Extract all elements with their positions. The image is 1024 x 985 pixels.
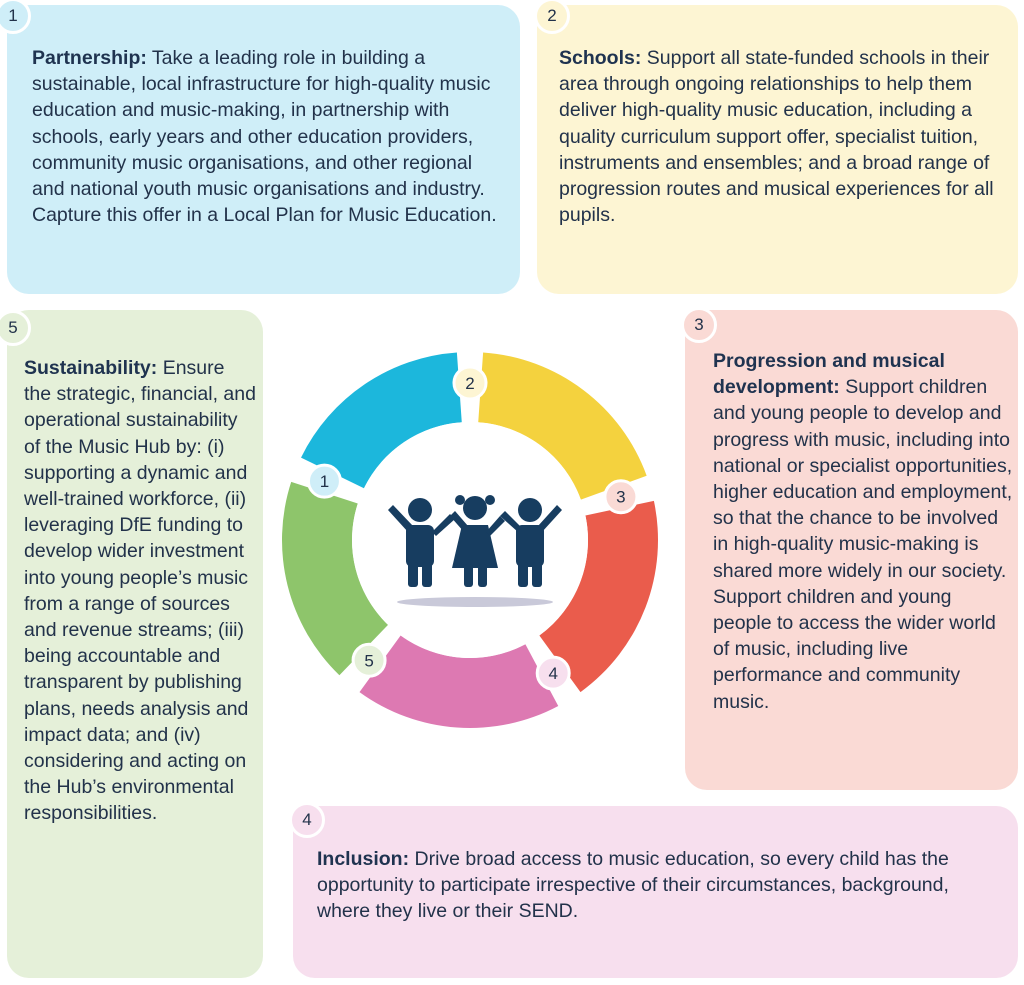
icon-shadow (397, 597, 553, 607)
ring-badge-1 (306, 463, 342, 499)
schools-body: Support all state-funded schools in thei… (559, 47, 994, 227)
partnership-heading: Partnership: (32, 47, 147, 69)
progression-heading: Progression and musical development: (713, 350, 945, 399)
ring-badge-3 (603, 479, 639, 515)
progression-number-badge: 3 (681, 307, 717, 343)
ring-segment-1 (301, 352, 462, 489)
partnership-text: Partnership: Take a leading role in buil… (32, 45, 502, 228)
ring-segment-3 (539, 500, 658, 693)
ring-badge-2 (452, 365, 488, 401)
inclusion-card: Inclusion: Drive broad access to music e… (293, 806, 1018, 978)
schools-number-badge: 2 (534, 0, 570, 34)
ring-badges: 2 3 4 5 1 (306, 365, 639, 691)
ring-badge-number-4: 4 (548, 664, 557, 683)
progression-text: Progression and musical development: Sup… (713, 348, 1013, 715)
ring-diagram: 2 3 4 5 1 (270, 340, 670, 740)
ring-badge-number-5: 5 (364, 651, 373, 670)
ring-svg: 2 3 4 5 1 (282, 352, 658, 728)
ring-badge-number-2: 2 (465, 374, 474, 393)
ring-badge-5 (351, 642, 387, 678)
partnership-card: Partnership: Take a leading role in buil… (7, 5, 520, 294)
schools-heading: Schools: (559, 47, 642, 69)
schools-text: Schools: Support all state-funded school… (559, 45, 999, 228)
partnership-body: Take a leading role in building a sustai… (32, 47, 497, 227)
ring-segments (282, 352, 658, 728)
sustainability-body: Ensure the strategic, financial, and ope… (24, 357, 256, 825)
inclusion-heading: Inclusion: (317, 848, 410, 870)
partnership-number-badge: 1 (0, 0, 31, 34)
sustainability-card: Sustainability: Ensure the strategic, fi… (7, 310, 263, 978)
ring-segment-2 (478, 352, 647, 500)
progression-body: Support children and young people to dev… (713, 376, 1013, 713)
progression-card: Progression and musical development: Sup… (685, 310, 1018, 790)
sustainability-heading: Sustainability: (24, 357, 158, 379)
inclusion-body: Drive broad access to music education, s… (317, 848, 949, 923)
schools-card: Schools: Support all state-funded school… (537, 5, 1018, 294)
inclusion-number-badge: 4 (289, 802, 325, 838)
ring-segment-5 (282, 481, 389, 676)
ring-badge-number-3: 3 (616, 488, 625, 507)
inclusion-text: Inclusion: Drive broad access to music e… (317, 846, 1007, 925)
sustainability-number-badge: 5 (0, 310, 31, 346)
sustainability-text: Sustainability: Ensure the strategic, fi… (24, 355, 256, 827)
ring-badge-4 (535, 655, 571, 691)
ring-badge-number-1: 1 (320, 472, 329, 491)
three-children-holding-hands-icon (388, 495, 562, 607)
ring-segment-4 (359, 635, 559, 728)
